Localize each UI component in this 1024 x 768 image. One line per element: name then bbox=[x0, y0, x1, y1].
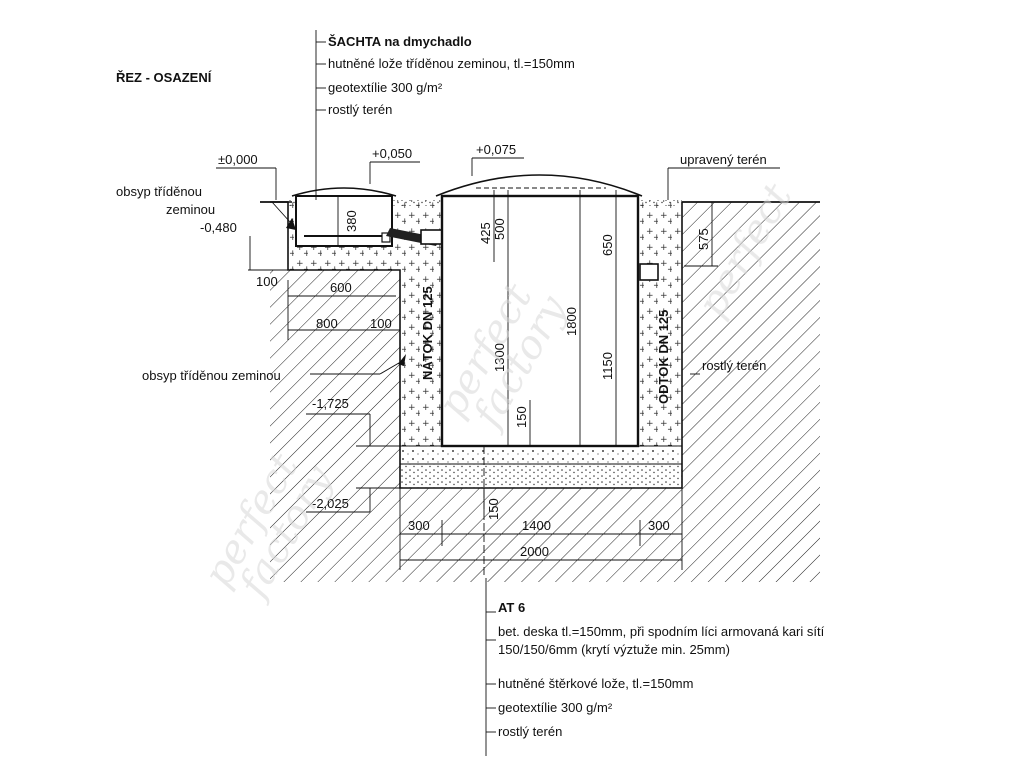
level-zero: ±0,000 bbox=[218, 152, 258, 167]
shaft-callout-line: geotextílie 300 g/m² bbox=[328, 80, 443, 95]
level-shaft-bottom: -0,480 bbox=[200, 220, 237, 235]
shaft-callout-line: rostlý terén bbox=[328, 102, 392, 117]
base-callout-line: rostlý terén bbox=[498, 724, 562, 739]
label-obsyp-full: obsyp tříděnou zeminou bbox=[142, 368, 281, 383]
dim-150-base: 150 bbox=[486, 498, 501, 520]
dim-2000: 2000 bbox=[520, 544, 549, 559]
dim-100-mid: 100 bbox=[370, 316, 392, 331]
dim-600: 600 bbox=[330, 280, 352, 295]
label-outlet: ODTOK DN 125 bbox=[656, 310, 671, 404]
dim-1800: 1800 bbox=[564, 307, 579, 336]
dim-300-left: 300 bbox=[408, 518, 430, 533]
label-obsyp-1: obsyp tříděnou bbox=[116, 184, 202, 199]
dim-650: 650 bbox=[600, 234, 615, 256]
label-obsyp-2: zeminou bbox=[166, 202, 215, 217]
level-tank-bottom: -1,725 bbox=[312, 396, 349, 411]
level-shaft-top: +0,050 bbox=[372, 146, 412, 161]
label-inlet: NÁTOK DN 125 bbox=[420, 286, 435, 380]
dim-300-right: 300 bbox=[648, 518, 670, 533]
base-callout-line: 150/150/6mm (krytí výztuže min. 25mm) bbox=[498, 642, 730, 657]
level-excavation-bottom: -2,025 bbox=[312, 496, 349, 511]
dim-1400: 1400 bbox=[522, 518, 551, 533]
inlet-pipe bbox=[420, 229, 444, 245]
tank-at6 bbox=[435, 174, 643, 448]
dim-575: 575 bbox=[696, 228, 711, 250]
base-callout-line: bet. deska tl.=150mm, při spodním líci a… bbox=[498, 624, 825, 639]
base-callout-title: AT 6 bbox=[498, 600, 525, 615]
drawing-title: ŘEZ - OSAZENÍ bbox=[116, 70, 212, 85]
base-callout-line: geotextílie 300 g/m² bbox=[498, 700, 613, 715]
shaft-callout-title: ŠACHTA na dmychadlo bbox=[328, 34, 472, 49]
excavation-outline bbox=[260, 201, 820, 489]
dim-425: 425 bbox=[478, 222, 493, 244]
dim-1150: 1150 bbox=[600, 352, 615, 380]
dim-380: 380 bbox=[344, 210, 359, 232]
dim-100-left: 100 bbox=[256, 274, 278, 289]
base-callout-line: hutněné štěrkové lože, tl.=150mm bbox=[498, 676, 693, 691]
dim-1300: 1300 bbox=[492, 343, 507, 372]
dim-800: 800 bbox=[316, 316, 338, 331]
label-rostly-teren-right: rostlý terén bbox=[702, 358, 766, 373]
outlet-pipe bbox=[639, 263, 659, 281]
level-tank-top: +0,075 bbox=[476, 142, 516, 157]
label-upraveny-teren: upravený terén bbox=[680, 152, 767, 167]
shaft-callout-line: hutněné lože tříděnou zeminou, tl.=150mm bbox=[328, 56, 575, 71]
dim-150-inner: 150 bbox=[514, 406, 529, 428]
blower-shaft bbox=[291, 187, 397, 247]
dim-500: 500 bbox=[492, 218, 507, 240]
